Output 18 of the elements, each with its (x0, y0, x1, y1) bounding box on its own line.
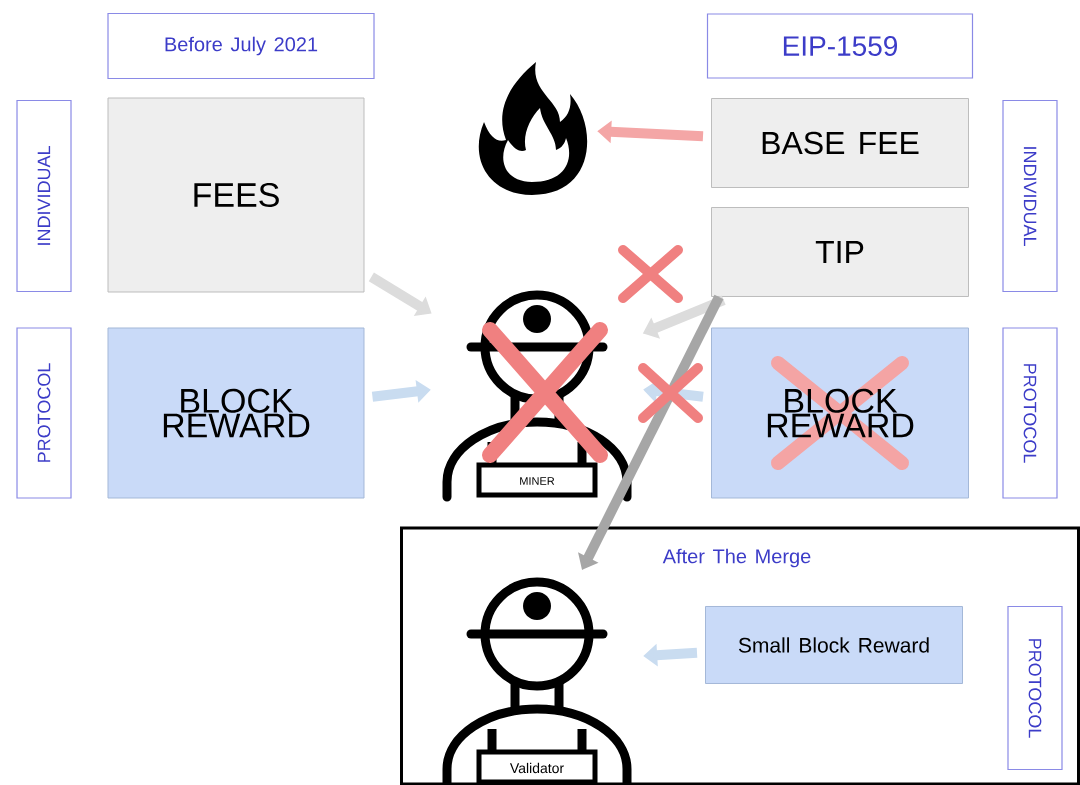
process-box: FEES (107, 97, 365, 293)
process-box: Small Block Reward (705, 606, 963, 684)
process-box: TIP (711, 207, 969, 297)
process-box: BLOCK REWARD (711, 327, 969, 499)
process-box: BLOCK REWARD (107, 327, 365, 499)
group-title: After The Merge (662, 548, 811, 568)
side-label-box: PROTOCOL (16, 327, 72, 499)
side-label-box: PROTOCOL (1007, 605, 1063, 771)
side-label-box: INDIVIDUAL (1002, 99, 1058, 293)
side-label-box: PROTOCOL (1002, 327, 1058, 499)
arrow (578, 294, 724, 570)
heading-box: Before July 2021 (107, 12, 375, 80)
heading-box: EIP-1559 (706, 13, 974, 79)
badge-label: MINER (520, 477, 555, 485)
process-box: BASE FEE (711, 98, 969, 188)
side-label-box: INDIVIDUAL (16, 99, 72, 293)
badge-label: Validator (509, 762, 564, 774)
fire-drawing (478, 62, 588, 195)
